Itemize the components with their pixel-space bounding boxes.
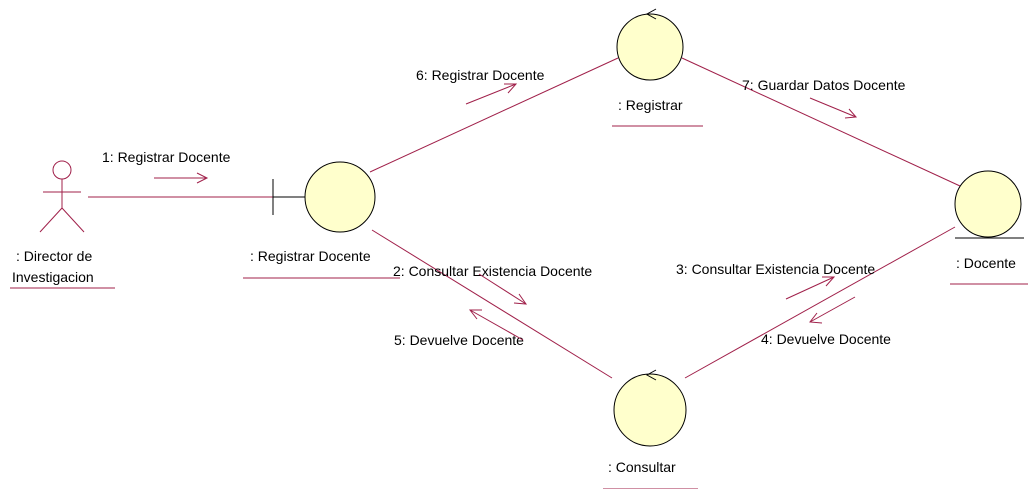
- message-4-arrow: [809, 296, 856, 324]
- registrar-control-arrow: [645, 8, 657, 20]
- message-7-label: 7: Guardar Datos Docente: [742, 77, 906, 93]
- boundary-name: : Registrar Docente: [250, 248, 371, 264]
- boundary-object-registrar-docente[interactable]: [272, 161, 376, 233]
- consultar-circle: [613, 373, 687, 447]
- actor-name-line1: : Director de: [16, 248, 92, 264]
- message-1-arrow: [154, 172, 209, 184]
- consultar-name: : Consultar: [608, 459, 676, 475]
- actor-left-leg: [39, 207, 63, 233]
- actor-name-line2: Investigacion: [12, 269, 94, 285]
- registrar-name: : Registrar: [618, 97, 683, 113]
- docente-circle: [954, 170, 1022, 238]
- message-7-arrow: [809, 97, 858, 119]
- message-3-label: 3: Consultar Existencia Docente: [676, 261, 875, 277]
- actor-right-leg: [61, 207, 85, 233]
- registrar-circle: [616, 13, 684, 81]
- message-6-label: 6: Registrar Docente: [416, 67, 545, 83]
- message-5-label: 5: Devuelve Docente: [394, 332, 524, 348]
- docente-name: : Docente: [956, 255, 1016, 271]
- control-object-consultar[interactable]: [613, 369, 687, 447]
- consultar-control-arrow: [645, 369, 657, 381]
- link-boundary-registrar: [369, 57, 619, 173]
- message-6-arrow: [465, 83, 518, 105]
- link-consultar-docente: [684, 226, 956, 379]
- entity-object-docente[interactable]: [954, 170, 1024, 239]
- actor-director[interactable]: [39, 160, 85, 233]
- boundary-circle: [304, 161, 376, 233]
- message-1-label: 1: Registrar Docente: [102, 149, 231, 165]
- message-3-arrow: [785, 276, 836, 300]
- message-5-arrow: [468, 309, 524, 341]
- control-object-registrar[interactable]: [616, 8, 684, 81]
- message-2-label: 2: Consultar Existencia Docente: [393, 263, 592, 279]
- message-4-label: 4: Devuelve Docente: [761, 331, 891, 347]
- message-2-arrow: [478, 273, 528, 305]
- actor-head: [52, 160, 72, 180]
- link-boundary-consultar: [371, 229, 613, 379]
- link-registrar-docente: [681, 57, 961, 187]
